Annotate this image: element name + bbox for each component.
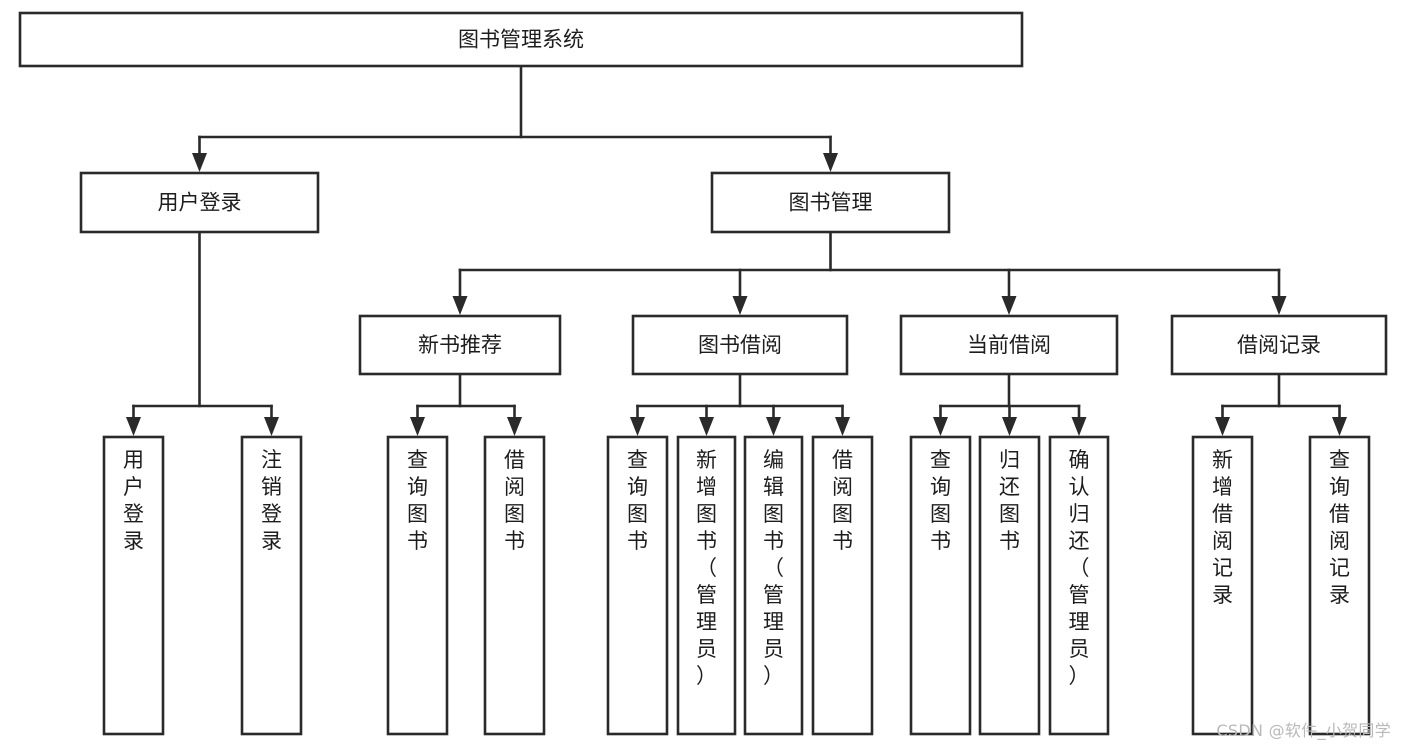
connector-layer (126, 64, 1347, 436)
connector-root (198, 64, 832, 139)
node-label-root: 图书管理系统 (458, 28, 584, 52)
node-box-root (18, 11, 1024, 68)
node-label-cb-confirm-return: 确认归还（管理员） (1069, 448, 1090, 688)
connector-current-borrow (939, 372, 1081, 408)
node-box-cb-return-book (978, 435, 1041, 736)
node-label-br-query-record: 查询借阅记录 (1329, 448, 1350, 607)
node-label-user-login-do: 用户登录 (123, 448, 144, 553)
node-label-cb-query-book: 查询图书 (930, 448, 951, 553)
node-cb-return-book[interactable]: 归还图书 (978, 435, 1041, 736)
node-bb-borrow-book[interactable]: 借阅图书 (811, 435, 874, 736)
node-box-br-add-record (1191, 435, 1254, 736)
node-box-new-book-recommend (358, 314, 562, 376)
node-label-nbr-query-book: 查询图书 (407, 448, 428, 553)
arrow-head-icon (1001, 296, 1017, 315)
node-label-bb-borrow-book: 借阅图书 (832, 448, 853, 553)
node-cb-confirm-return[interactable]: 确认归还（管理员） (1048, 435, 1110, 736)
node-label-cb-return-book: 归还图书 (999, 448, 1020, 553)
arrow-head-icon (1002, 417, 1017, 436)
node-current-borrow[interactable]: 当前借阅 (899, 314, 1119, 376)
arrow-head-icon (1215, 417, 1230, 436)
arrow-head-icon (410, 417, 425, 436)
node-br-add-record[interactable]: 新增借阅记录 (1191, 435, 1254, 736)
node-box-bb-edit-book (743, 435, 804, 736)
connector-book-manage (458, 230, 1281, 272)
node-bb-edit-book[interactable]: 编辑图书（管理员） (743, 435, 804, 736)
node-root[interactable]: 图书管理系统 (18, 11, 1024, 68)
node-new-book-recommend[interactable]: 新书推荐 (358, 314, 562, 376)
node-label-new-book-recommend: 新书推荐 (418, 333, 502, 357)
node-label-book-borrow: 图书借阅 (698, 333, 782, 357)
arrow-head-icon (452, 296, 468, 315)
arrow-head-icon (126, 417, 141, 436)
node-box-bb-add-book (676, 435, 737, 736)
node-user-logout[interactable]: 注销登录 (240, 435, 303, 736)
arrow-head-icon (507, 417, 522, 436)
node-user-login-do[interactable]: 用户登录 (102, 435, 165, 736)
arrow-head-icon (823, 153, 838, 172)
arrow-head-icon (835, 417, 850, 436)
arrow-head-icon (766, 417, 781, 436)
arrow-head-icon (192, 153, 207, 172)
arrow-head-icon (1332, 417, 1347, 436)
node-layer: 图书管理系统用户登录用户登录注销登录图书管理新书推荐查询图书借阅图书图书借阅查询… (18, 11, 1388, 736)
arrow-head-icon (1271, 296, 1287, 315)
node-box-bb-query-book (606, 435, 669, 736)
node-box-borrow-record (1170, 314, 1388, 376)
node-bb-add-book[interactable]: 新增图书（管理员） (676, 435, 737, 736)
node-label-borrow-record: 借阅记录 (1237, 333, 1321, 357)
node-user-login[interactable]: 用户登录 (79, 171, 320, 234)
node-label-br-add-record: 新增借阅记录 (1212, 448, 1233, 607)
node-label-nbr-borrow-book: 借阅图书 (504, 448, 525, 553)
node-bb-query-book[interactable]: 查询图书 (606, 435, 669, 736)
node-box-br-query-record (1308, 435, 1371, 736)
node-nbr-borrow-book[interactable]: 借阅图书 (483, 435, 546, 736)
node-label-book-manage: 图书管理 (789, 191, 873, 215)
node-nbr-query-book[interactable]: 查询图书 (386, 435, 449, 736)
node-label-user-logout: 注销登录 (261, 448, 282, 553)
node-box-book-manage (710, 171, 951, 234)
node-box-user-login-do (102, 435, 165, 736)
node-box-user-login (79, 171, 320, 234)
node-box-bb-borrow-book (811, 435, 874, 736)
connector-book-borrow (636, 372, 844, 408)
node-box-cb-confirm-return (1048, 435, 1110, 736)
node-cb-query-book[interactable]: 查询图书 (909, 435, 972, 736)
connector-user-login (132, 230, 273, 408)
node-label-bb-edit-book: 编辑图书（管理员） (763, 448, 784, 688)
node-borrow-record[interactable]: 借阅记录 (1170, 314, 1388, 376)
arrow-head-icon (732, 296, 748, 315)
node-book-borrow[interactable]: 图书借阅 (631, 314, 849, 376)
node-book-manage[interactable]: 图书管理 (710, 171, 951, 234)
arrow-head-icon (1071, 417, 1087, 436)
node-label-bb-query-book: 查询图书 (627, 448, 648, 553)
node-box-nbr-query-book (386, 435, 449, 736)
node-br-query-record[interactable]: 查询借阅记录 (1308, 435, 1371, 736)
connector-borrow-record (1221, 372, 1341, 408)
arrow-head-icon (933, 417, 948, 436)
node-box-nbr-borrow-book (483, 435, 546, 736)
node-label-current-borrow: 当前借阅 (967, 333, 1051, 357)
node-label-user-login: 用户登录 (158, 191, 242, 215)
node-box-book-borrow (631, 314, 849, 376)
node-box-cb-query-book (909, 435, 972, 736)
connector-new-book-recommend (416, 372, 516, 408)
node-box-user-logout (240, 435, 303, 736)
node-box-current-borrow (899, 314, 1119, 376)
node-label-bb-add-book: 新增图书（管理员） (696, 448, 717, 688)
arrow-head-icon (264, 417, 279, 436)
arrow-head-icon (699, 417, 714, 436)
arrow-head-icon (630, 417, 645, 436)
